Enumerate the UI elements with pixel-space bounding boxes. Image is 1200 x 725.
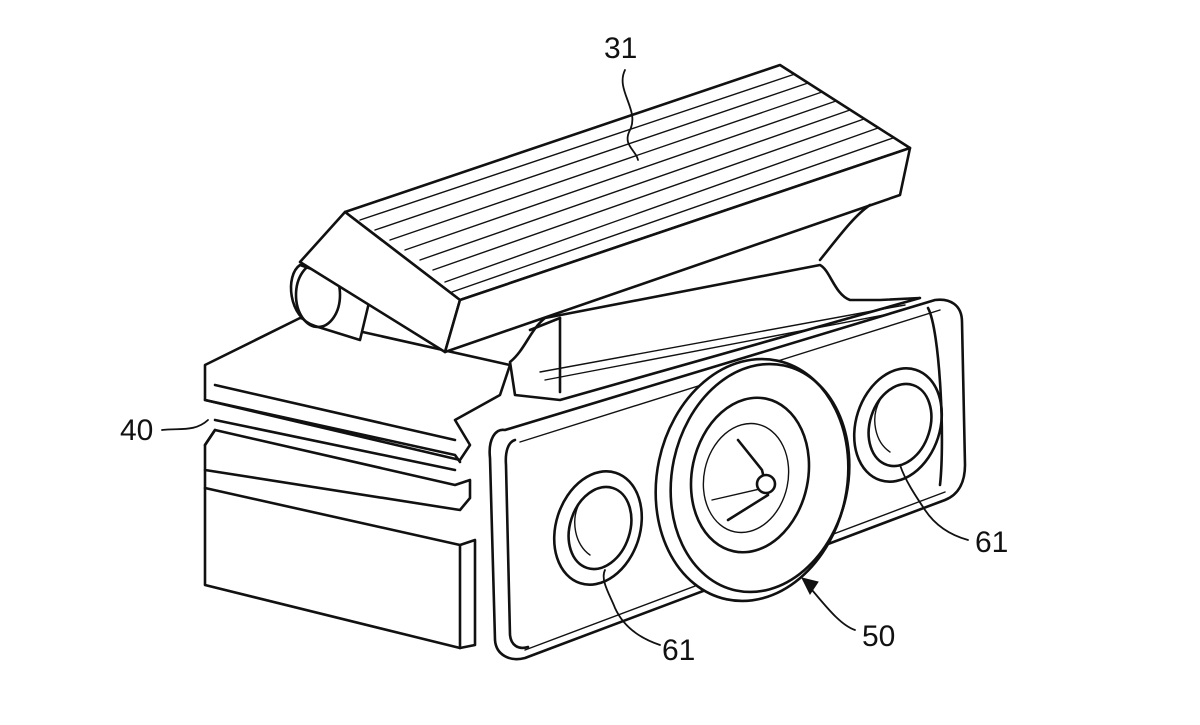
hole-right (852, 367, 944, 483)
hole-left (552, 470, 644, 586)
leader-lines (161, 69, 969, 646)
leader-31 (621, 69, 639, 161)
label-61-left: 61 (662, 634, 695, 667)
label-50: 50 (862, 620, 895, 653)
spine (508, 263, 922, 402)
ribbed-clip (298, 63, 912, 354)
base-block (203, 316, 512, 650)
leader-50 (811, 589, 856, 631)
label-40: 40 (120, 414, 153, 447)
arrowhead-50 (801, 577, 819, 595)
nozzle (654, 357, 851, 603)
leader-61-right (899, 464, 969, 541)
label-31: 31 (604, 32, 637, 65)
label-61-right: 61 (975, 526, 1008, 559)
leader-61-left (602, 569, 661, 646)
leader-40 (161, 419, 209, 431)
